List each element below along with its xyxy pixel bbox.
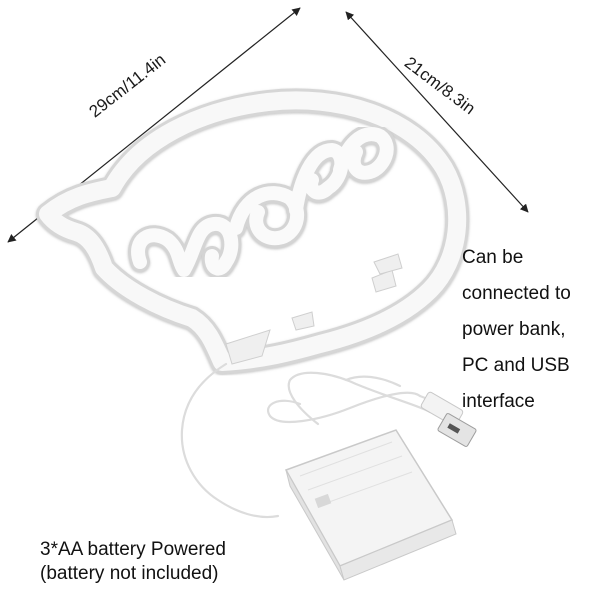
connectivity-line-5: interface — [462, 391, 535, 412]
battery-box — [284, 429, 457, 581]
mounting-clips — [225, 253, 403, 365]
power-note-line-1: 3*AA battery Powered — [40, 539, 226, 560]
connectivity-line-4: PC and USB — [462, 355, 570, 376]
neon-word-tube — [128, 124, 397, 280]
connectivity-line-3: power bank, — [462, 319, 566, 340]
usb-plug — [420, 391, 477, 447]
power-note-line-2: (battery not included) — [40, 563, 219, 584]
connectivity-line-2: connected to — [462, 283, 571, 304]
battery-power-note: 3*AA battery Powered (battery not includ… — [40, 538, 226, 586]
speech-bubble-outline — [36, 88, 470, 374]
height-dimension-arrow — [345, 11, 529, 213]
connectivity-description: Can be connected to power bank, PC and U… — [462, 240, 598, 420]
connectivity-line-1: Can be — [462, 247, 524, 268]
